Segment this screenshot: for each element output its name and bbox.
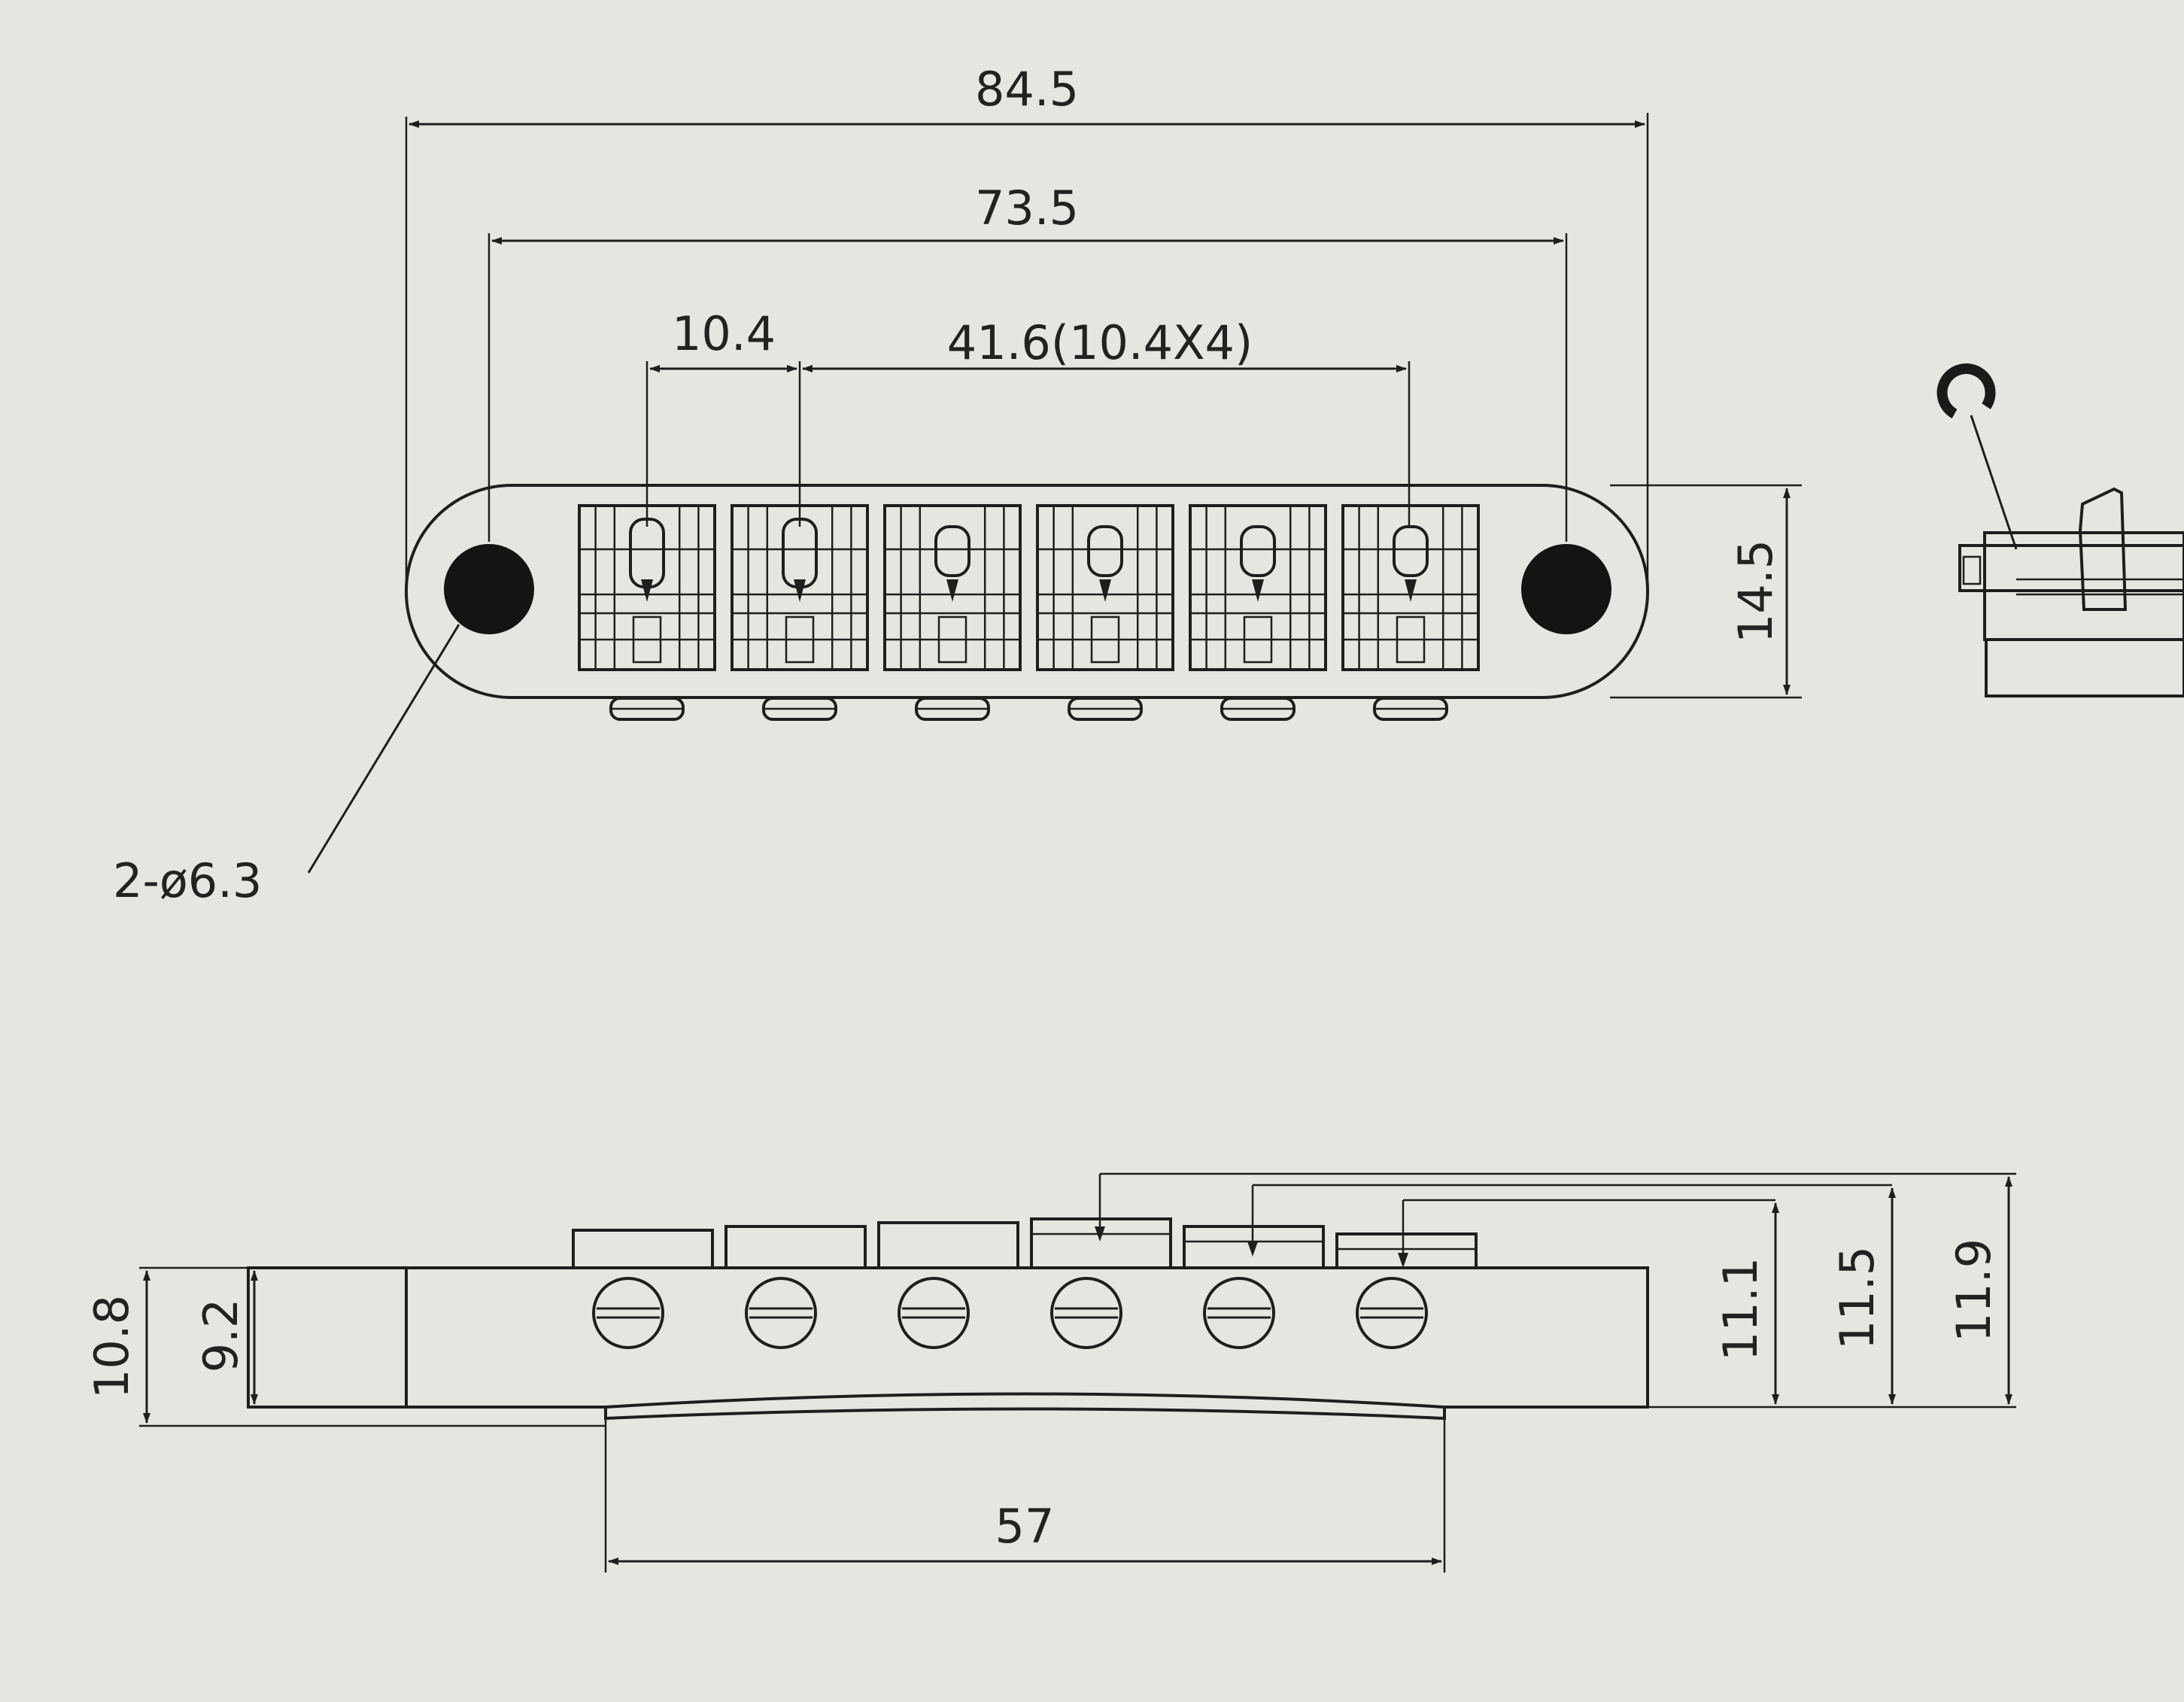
- bridge-body-outline: [405, 484, 1649, 699]
- dim-saddle-height-2: 11.5: [1830, 1246, 1885, 1350]
- mounting-hole-right: [1521, 544, 1611, 634]
- dim-body-height: 14.5: [1728, 539, 1783, 643]
- intonation-screw-6: [1356, 1277, 1428, 1349]
- saddle-top-4: [1036, 504, 1174, 721]
- intonation-screw-2: [745, 1277, 817, 1349]
- saddle-top-5: [1189, 504, 1327, 721]
- dim-mounting-holes: 2-ø6.3: [113, 853, 262, 908]
- front-view: 57 10.8 9.2 11.1 11.5 11.9: [84, 1172, 2016, 1573]
- saddle-front-6: [1335, 1232, 1478, 1349]
- side-view-partial: [1936, 363, 2184, 698]
- saddles-front-view: [572, 1217, 1478, 1349]
- saddle-front-1: [572, 1229, 714, 1349]
- mounting-hole-left: [444, 544, 534, 634]
- retaining-clip-icon: [1936, 363, 1996, 419]
- intonation-screw-5: [1203, 1277, 1275, 1349]
- bridge-front-body: [247, 1266, 1649, 1409]
- dim-total-string-spacing: 41.6(10.4X4): [947, 315, 1253, 370]
- intonation-screw-1: [592, 1277, 664, 1349]
- top-view: 84.5 73.5 10.4 41.6(10.4X4) 14.5 2-ø6.3: [113, 62, 1802, 908]
- dim-saddle-height-3: 11.9: [1946, 1239, 2001, 1342]
- saddle-top-2: [731, 504, 869, 721]
- saddles-top-view: [578, 504, 1480, 721]
- saddle-front-3: [877, 1221, 1019, 1349]
- dim-overall-length: 84.5: [975, 62, 1079, 117]
- saddle-front-2: [724, 1225, 867, 1349]
- saddle-top-1: [578, 504, 716, 721]
- dim-post-spacing: 73.5: [975, 181, 1079, 236]
- dim-side-height-outer: 10.8: [84, 1295, 139, 1399]
- intonation-screw-3: [898, 1277, 970, 1349]
- dim-string-spacing: 10.4: [672, 306, 776, 361]
- dim-saddle-height-1: 11.1: [1713, 1257, 1768, 1361]
- dim-side-height-inner: 9.2: [193, 1299, 248, 1373]
- intonation-screw-4: [1050, 1277, 1122, 1349]
- saddle-top-3: [883, 504, 1022, 721]
- saddle-front-4: [1030, 1217, 1172, 1349]
- dim-base-width: 57: [995, 1499, 1055, 1554]
- saddle-top-6: [1341, 504, 1480, 721]
